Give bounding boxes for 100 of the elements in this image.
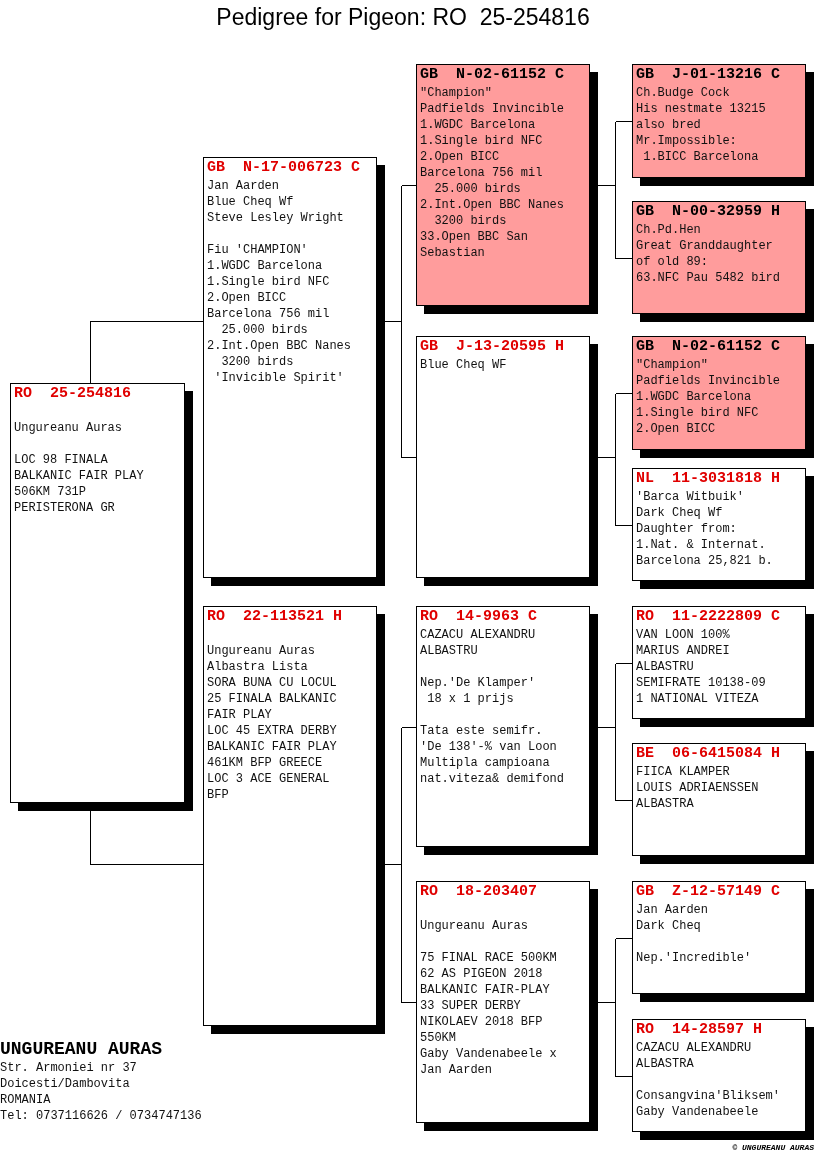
pedigree-note: Consangvina'Bliksem' xyxy=(636,1088,781,1104)
pedigree-note: 1.BICC Barcelona xyxy=(642,149,759,165)
pedigree-note: 550KM xyxy=(420,1030,456,1046)
pedigree-note: SEMIFRATE 10138-09 xyxy=(636,675,766,691)
pedigree-note: 75 FINAL RACE 500KM xyxy=(420,950,557,966)
pedigree-note: 18 x 1 prijs xyxy=(426,691,514,707)
pedigree-note: LOC 45 EXTRA DERBY xyxy=(207,723,337,739)
pedigree-note: "Champion" xyxy=(636,357,708,373)
pedigree-note: 2.Open BICC xyxy=(207,290,287,306)
pedigree-note: BALKANIC FAIR-PLAY xyxy=(420,982,550,998)
pedigree-note: MARIUS ANDREI xyxy=(636,643,730,659)
pedigree-card xyxy=(416,606,598,855)
pedigree-note: 1.Nat. & Internat. xyxy=(636,537,766,553)
pedigree-note: 1.Single bird NFC xyxy=(207,274,330,290)
pedigree-card xyxy=(203,157,385,586)
pedigree-note: NIKOLAEV 2018 BFP xyxy=(420,1014,543,1030)
pedigree-line xyxy=(615,1076,633,1077)
pedigree-note: Ch.Budge Cock xyxy=(636,85,730,101)
pedigree-note: Jan Aarden xyxy=(420,1062,492,1078)
pedigree-line xyxy=(615,393,633,394)
pedigree-note: Steve Lesley Wright xyxy=(207,210,344,226)
copyright-note: © UNGUREANU AURAS xyxy=(732,1143,814,1153)
pedigree-note: Fiu 'CHAMPION' xyxy=(207,242,308,258)
pedigree-line xyxy=(401,727,417,728)
ring-number: GB N-17-006723 C xyxy=(207,158,361,178)
pedigree-line xyxy=(615,663,633,664)
ring-number: GB J-13-20595 H xyxy=(420,337,565,357)
ring-number: GB J-01-13216 C xyxy=(636,65,781,85)
ring-number: GB N-00-32959 H xyxy=(636,202,781,222)
pedigree-card xyxy=(632,606,814,727)
pedigree-line xyxy=(384,727,402,1003)
pedigree-note: Barcelona 25,821 b. xyxy=(636,553,773,569)
pedigree-line xyxy=(401,457,417,458)
pedigree-note: 25.000 birds xyxy=(220,322,308,338)
pedigree-note: 25 FINALA BALKANIC xyxy=(207,691,337,707)
ring-number: GB N-02-61152 C xyxy=(420,65,565,85)
pedigree-line xyxy=(615,800,633,801)
pedigree-card xyxy=(632,743,814,864)
pedigree-note: FIICA KLAMPER xyxy=(636,764,730,780)
pedigree-line xyxy=(401,1002,417,1003)
pedigree-note: 1.Single bird NFC xyxy=(420,133,543,149)
pedigree-note: CAZACU ALEXANDRU xyxy=(420,627,536,643)
pedigree-line xyxy=(615,258,633,259)
pedigree-note: Jan Aarden xyxy=(636,902,708,918)
pedigree-note: Gaby Vandenabeele x xyxy=(420,1046,557,1062)
pedigree-card xyxy=(416,64,598,314)
ring-number: BE 06-6415084 H xyxy=(636,744,781,764)
pedigree-note: CAZACU ALEXANDRU xyxy=(636,1040,752,1056)
pedigree-note: 506KM 731P xyxy=(14,484,86,500)
ring-number: GB Z-12-57149 C xyxy=(636,882,781,902)
pedigree-note: 461KM BFP GREECE xyxy=(207,755,323,771)
pedigree-note: Great Granddaughter xyxy=(636,238,773,254)
pedigree-line xyxy=(615,121,633,122)
pedigree-card xyxy=(10,383,193,811)
pedigree-note: Ungureanu Auras xyxy=(420,918,529,934)
pedigree-note: "Champion" xyxy=(420,85,492,101)
pedigree-card xyxy=(416,336,598,586)
pedigree-note: Barcelona 756 mil xyxy=(207,306,330,322)
pedigree-note: 3200 birds xyxy=(220,354,294,370)
pedigree-note: Ungureanu Auras xyxy=(207,643,316,659)
pedigree-note: 1 NATIONAL VITEZA xyxy=(636,691,759,707)
owner-name: UNGUREANU AURAS xyxy=(0,1038,163,1060)
pedigree-note: 1.Single bird NFC xyxy=(636,405,759,421)
pedigree-line xyxy=(597,938,616,1077)
pedigree-note: 2.Open BICC xyxy=(420,149,500,165)
pedigree-note: LOC 3 ACE GENERAL xyxy=(207,771,330,787)
pedigree-line xyxy=(384,185,402,458)
pedigree-note: ALBASTRA xyxy=(636,1056,694,1072)
pedigree-note: Dark Cheq Wf xyxy=(636,505,723,521)
pedigree-note: Ungureanu Auras xyxy=(14,420,123,436)
pedigree-note: of old 89: xyxy=(636,254,708,270)
pedigree-note: Nep.'De Klamper' xyxy=(420,675,536,691)
page-title: Pedigree for Pigeon: RO 25-254816 xyxy=(216,3,590,31)
pedigree-note: ALBASTRA xyxy=(636,796,694,812)
pedigree-note: LOUIS ADRIAENSSEN xyxy=(636,780,759,796)
pedigree-note: ALBASTRU xyxy=(420,643,478,659)
pedigree-note: ALBASTRU xyxy=(636,659,694,675)
pedigree-note: 1.WGDC Barcelona xyxy=(207,258,323,274)
pedigree-note: 'Invicible Spirit' xyxy=(213,370,344,386)
pedigree-note: Barcelona 756 mil xyxy=(420,165,543,181)
pedigree-note: Padfields Invincible xyxy=(420,101,565,117)
pedigree-note: LOC 98 FINALA xyxy=(14,452,108,468)
pedigree-line xyxy=(597,393,616,526)
ring-number: RO 11-2222809 C xyxy=(636,607,781,627)
pedigree-card xyxy=(632,336,814,458)
pedigree-note: Nep.'Incredible' xyxy=(636,950,752,966)
pedigree-note: Sebastian xyxy=(420,245,485,261)
pedigree-note: 2.Int.Open BBC Nanes xyxy=(207,338,352,354)
pedigree-card xyxy=(416,881,598,1131)
pedigree-note: Padfields Invincible xyxy=(636,373,781,389)
address-line: Tel: 0737116626 / 0734747136 xyxy=(0,1108,202,1124)
pedigree-note: His nestmate 13215 xyxy=(636,101,766,117)
pedigree-note: Gaby Vandenabeele xyxy=(636,1104,759,1120)
pedigree-note: FAIR PLAY xyxy=(207,707,272,723)
pedigree-note: 33 SUPER DERBY xyxy=(420,998,521,1014)
pedigree-note: 3200 birds xyxy=(433,213,507,229)
ring-number: RO 18-203407 xyxy=(420,882,538,902)
pedigree-note: BALKANIC FAIR PLAY xyxy=(207,739,337,755)
pedigree-note: Albastra Lista xyxy=(207,659,308,675)
ring-number: RO 22-113521 H xyxy=(207,607,343,627)
